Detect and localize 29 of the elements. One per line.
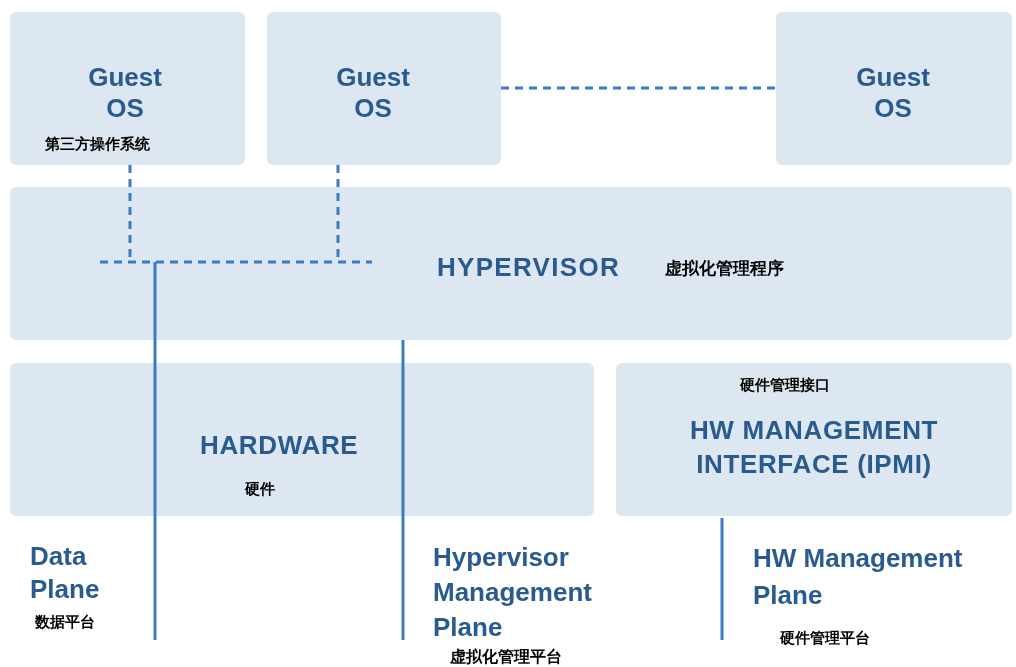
guest-os-box — [267, 12, 501, 165]
plane-line — [153, 262, 157, 516]
hypervisor-layer — [10, 187, 1012, 340]
chinese-label: 硬件管理平台 — [780, 629, 870, 648]
layer-label: HW Management Plane — [753, 542, 964, 612]
hardware-layer — [10, 363, 594, 516]
chinese-label: 第三方操作系统 — [45, 135, 150, 154]
chinese-label: 虚拟化管理程序 — [665, 259, 784, 279]
layer-label: Hypervisor Management Plane — [433, 541, 593, 644]
chinese-label: 数据平台 — [35, 613, 95, 632]
plane-line — [401, 340, 405, 516]
layer-label: Guest OS — [87, 62, 163, 124]
guest-os-box — [776, 12, 1012, 165]
layer-label: Data Plane — [30, 540, 101, 606]
plane-line — [720, 518, 724, 640]
dashed-connector — [501, 86, 776, 90]
guest-os-box — [10, 12, 245, 165]
layer-label: Guest OS — [855, 62, 931, 124]
chinese-label: 虚拟化管理平台 — [450, 647, 562, 667]
dashed-connector — [98, 163, 374, 264]
plane-line — [153, 516, 157, 640]
layer-label: HYPERVISOR — [437, 251, 620, 283]
chinese-label: 硬件 — [245, 480, 275, 499]
management-interface-box — [616, 363, 1012, 516]
layer-label: HARDWARE — [200, 429, 359, 461]
plane-line — [401, 516, 405, 640]
chinese-label: 硬件管理接口 — [740, 376, 830, 395]
layer-label: HW MANAGEMENT INTERFACE (IPMI) — [688, 414, 940, 481]
layer-label: Guest OS — [335, 62, 411, 124]
